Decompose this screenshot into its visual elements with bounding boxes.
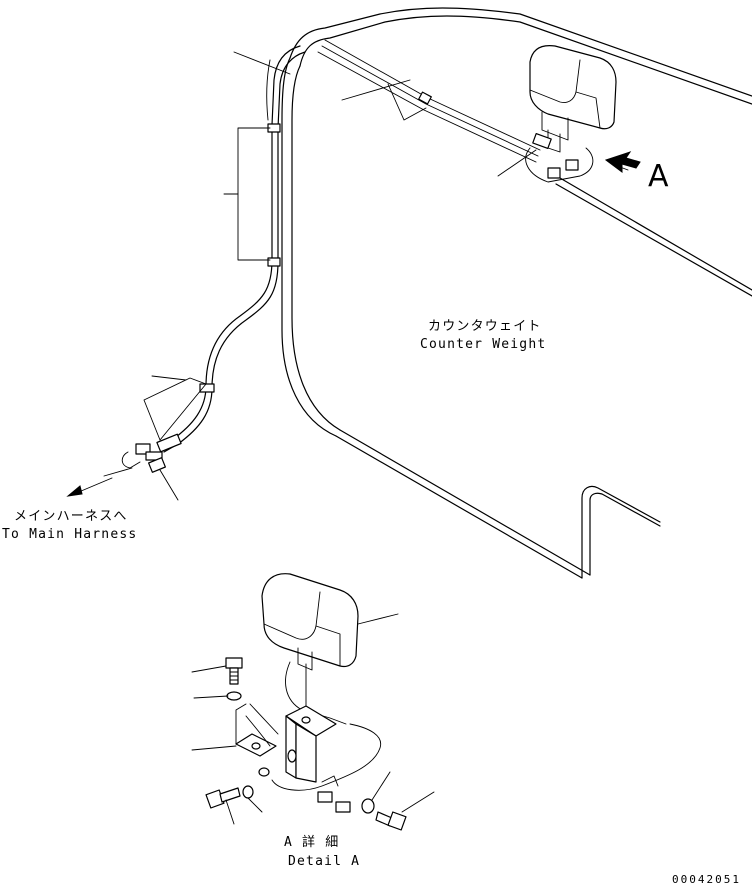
callout-bracket — [223, 127, 271, 261]
harness-loop — [271, 723, 382, 791]
mounting-bracket-icon — [235, 661, 347, 783]
leader-line — [191, 665, 227, 673]
leader-line — [401, 791, 435, 813]
detail-jp-label: A 詳 細 — [284, 834, 339, 850]
washer-icon — [242, 785, 254, 799]
leader-line — [233, 51, 291, 75]
clip-icon — [317, 775, 351, 813]
leader-line — [371, 771, 391, 801]
leader-line — [497, 149, 537, 177]
harness-jp-label: メインハーネスへ — [14, 509, 128, 524]
leader-line — [191, 745, 237, 751]
leader-line — [249, 703, 279, 735]
washer-icon — [258, 767, 270, 777]
leader-line — [193, 695, 229, 699]
washer-icon — [361, 798, 375, 814]
harness-en-label: To Main Harness — [2, 527, 137, 542]
counterweight-en-label: Counter Weight — [420, 337, 546, 352]
bolt-icon — [225, 657, 243, 685]
bolt-icon — [205, 787, 241, 809]
counterweight-outline — [281, 7, 752, 579]
view-arrow-icon — [604, 151, 641, 173]
upper-harness — [266, 39, 541, 163]
side-harness — [159, 45, 306, 453]
washer-icon — [226, 691, 242, 701]
leader-line — [341, 79, 411, 101]
leader-line — [225, 799, 235, 825]
bolt-icon — [375, 811, 407, 831]
work-lamp-icon — [525, 45, 617, 183]
view-letter-label: A — [648, 159, 669, 194]
leader-line — [357, 613, 399, 625]
leader-line — [387, 83, 427, 121]
harness-connector-icon — [103, 375, 207, 501]
main-harness-arrow-icon — [66, 477, 113, 497]
counterweight-jp-label: カウンタウェイト — [428, 319, 542, 334]
detail-en-label: Detail A — [288, 854, 360, 869]
leader-line — [247, 797, 263, 813]
detail-lamp-icon — [261, 573, 359, 671]
drawing-number: 00042051 — [672, 873, 741, 885]
